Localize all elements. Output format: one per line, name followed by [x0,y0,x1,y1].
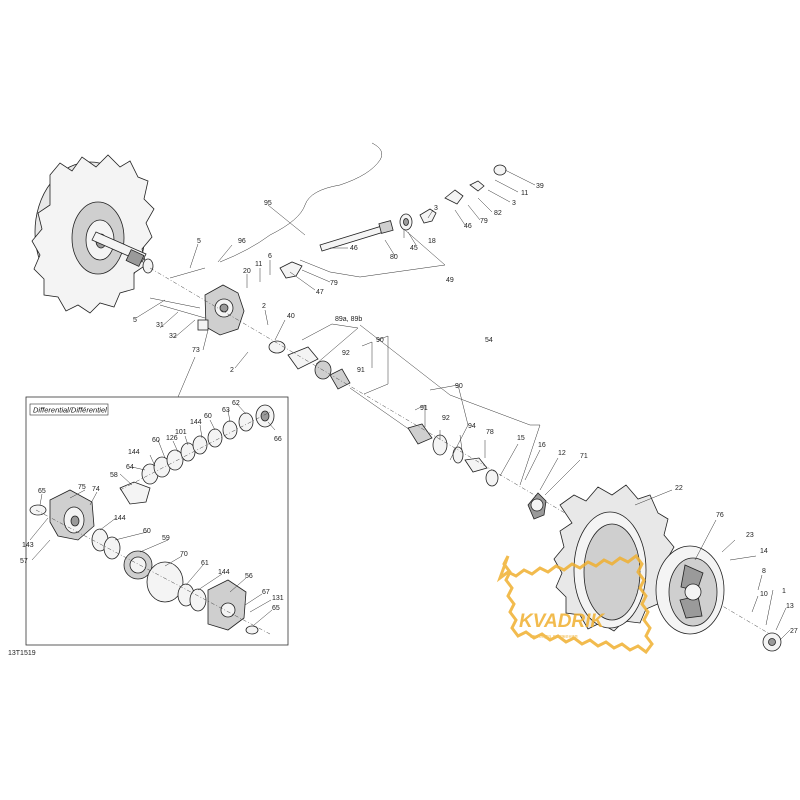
callout-143: 143 [22,542,34,549]
callout-59: 59 [162,535,170,542]
callout-101: 101 [175,429,187,436]
callout-15: 15 [517,435,525,442]
callout-46: 46 [350,245,358,252]
callout-2: 2 [230,367,234,374]
callout-60: 60 [152,437,160,444]
callout-1: 1 [782,588,786,595]
callout-126: 126 [166,435,178,442]
callout-14: 14 [760,548,768,555]
left-half-shaft [91,231,154,274]
callout-39: 39 [536,183,544,190]
callout-54: 54 [485,337,493,344]
callout-131: 131 [272,595,284,602]
callout-89a-89b: 89a, 89b [335,316,362,323]
callout-13: 13 [786,603,794,610]
wheel-cap [762,632,782,652]
callout-91: 91 [420,405,428,412]
front-differential [197,284,245,336]
propeller-shaft [279,164,507,279]
callout-45: 45 [410,245,418,252]
callout-73: 73 [192,347,200,354]
callout-5: 5 [197,238,201,245]
callout-90: 90 [376,337,384,344]
diagram-code: 13T1519 [8,650,36,657]
callout-78: 78 [486,429,494,436]
callout-27: 27 [790,628,798,635]
callout-92: 92 [342,350,350,357]
callout-92: 92 [442,415,450,422]
right-drive-shaft [268,340,499,487]
callout-46: 46 [464,223,472,230]
kvadrik-logo: KVADRIK свобода движения [496,553,654,655]
breather-hose [219,142,382,263]
callout-91: 91 [357,367,365,374]
differential-inset: Differential/Différentiel [25,396,289,646]
callout-82: 82 [494,210,502,217]
callout-60: 60 [204,413,212,420]
callout-32: 32 [169,333,177,340]
callout-71: 71 [580,453,588,460]
right-wheel-hub [527,492,547,520]
callout-65: 65 [272,605,280,612]
callout-49: 49 [446,277,454,284]
callout-40: 40 [287,313,295,320]
callout-74: 74 [92,486,100,493]
leader-lines [135,169,791,641]
callout-79: 79 [480,218,488,225]
callout-61: 61 [201,560,209,567]
callout-11: 11 [255,261,262,268]
callout-11: 11 [521,190,528,197]
callout-94: 94 [468,423,476,430]
mounting-bolts [149,267,206,319]
callout-95: 95 [264,200,272,207]
callout-64: 64 [126,464,134,471]
callout-76: 76 [716,512,724,519]
callout-70: 70 [180,551,188,558]
logo-brand: KVADRIK [519,611,605,632]
right-wheel-tire [553,484,675,632]
callout-56: 56 [245,573,253,580]
callout-144: 144 [128,449,140,456]
callout-20: 20 [243,268,251,275]
callout-47: 47 [316,289,324,296]
callout-75: 75 [78,484,86,491]
callout-22: 22 [675,485,683,492]
callout-numbers: 95 96 5 5 20 11 6 31 32 73 2 2 40 89a, 8… [133,183,798,635]
right-wheel-rim [655,545,725,635]
inset-callout-numbers: 62 60 63 66 144 101 126 144 60 58 64 75 … [20,400,284,612]
callout-3: 3 [512,200,516,207]
callout-5: 5 [133,317,137,324]
callout-144: 144 [114,515,126,522]
callout-80: 80 [390,254,398,261]
callout-66: 66 [274,436,282,443]
callout-2: 2 [262,303,266,310]
inset-leader [177,356,196,398]
callout-144: 144 [218,569,230,576]
callout-18: 18 [428,238,436,245]
inset-title: Differential/Différentiel [33,406,107,415]
callout-8: 8 [762,568,766,575]
callout-63: 63 [222,407,230,414]
left-wheel-tire [31,154,155,314]
callout-144: 144 [190,419,202,426]
callout-31: 31 [156,322,164,329]
callout-12: 12 [558,450,566,457]
callout-3: 3 [434,205,438,212]
callout-10: 10 [760,591,768,598]
callout-16: 16 [538,442,546,449]
callout-79: 79 [330,280,338,287]
callout-23: 23 [746,532,754,539]
callout-57: 57 [20,558,28,565]
callout-65: 65 [38,488,46,495]
callout-67: 67 [262,589,270,596]
callout-58: 58 [110,472,118,479]
logo-tagline: свобода движения [530,634,578,640]
callout-6: 6 [268,253,272,260]
callout-96: 96 [238,238,246,245]
callout-62: 62 [232,400,240,407]
callout-60: 60 [143,528,151,535]
callout-90: 90 [455,383,463,390]
